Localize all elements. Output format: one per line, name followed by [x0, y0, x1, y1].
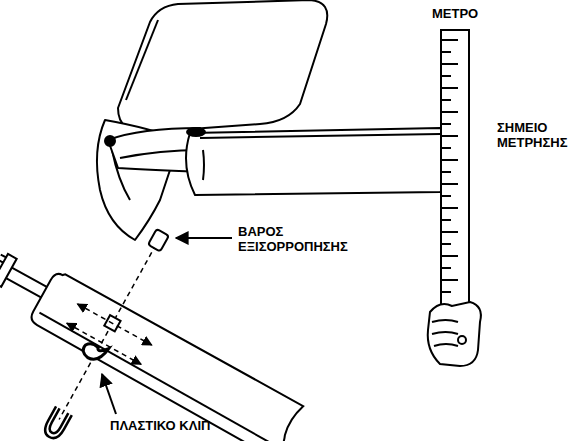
- screw-dot: [187, 128, 205, 136]
- ruler-tick: [441, 255, 458, 257]
- part-label: ΠΛΑΣΤΙΚΟ ΚΛΙΠ: [110, 418, 210, 433]
- blade-edge: [38, 313, 279, 441]
- ruler-tick: [441, 279, 458, 281]
- fan-blade: [186, 128, 466, 195]
- slide-arrow: [67, 323, 141, 364]
- ruler-tick: [441, 135, 458, 137]
- ruler-tick: [441, 207, 458, 209]
- leader-arrow: [102, 374, 116, 414]
- ruler: [428, 30, 481, 366]
- ruler-ticks: [441, 40, 458, 292]
- fan-assembly: [97, 0, 467, 240]
- part-label: ΣΗΜΕΙΟ ΜΕΤΡΗΣΗΣ: [497, 120, 567, 150]
- ruler-tick: [441, 267, 451, 269]
- plastic-clip: [80, 338, 108, 365]
- ruler-tick: [441, 87, 458, 89]
- motor-housing: [118, 0, 327, 132]
- ruler-tick: [441, 147, 451, 149]
- weight-axis: [59, 245, 156, 420]
- leader-arrow: [176, 237, 232, 239]
- leader-lines: [102, 238, 232, 414]
- blade-detail: [0, 169, 345, 441]
- ruler-tick: [441, 159, 458, 161]
- detail-blade: [27, 269, 304, 441]
- ruler-tick: [441, 123, 451, 125]
- blade-edge: [200, 134, 440, 138]
- ruler-tick: [441, 183, 458, 185]
- ruler-body: [441, 30, 469, 348]
- part-label: ΜΕΤΡΟ: [432, 6, 478, 21]
- slide-arrow: [77, 304, 151, 345]
- ruler-tick: [441, 111, 458, 113]
- blade-edge: [203, 150, 204, 180]
- ruler-tick: [441, 75, 451, 77]
- ruler-tick: [441, 231, 458, 233]
- stem-end: [0, 251, 17, 287]
- ruler-tick: [441, 195, 451, 197]
- screw-dot: [105, 136, 115, 146]
- ruler-tick: [441, 63, 458, 65]
- ruler-tick: [441, 291, 451, 293]
- ruler-tick: [441, 39, 458, 41]
- clip-u-shape: [42, 406, 72, 441]
- ruler-hole: [458, 336, 466, 344]
- ruler-tick: [441, 219, 451, 221]
- ruler-tick: [441, 51, 451, 53]
- hand-finger: [432, 320, 458, 346]
- balance-weight: [148, 229, 169, 252]
- ruler-tick: [441, 171, 451, 173]
- ruler-tick: [441, 243, 451, 245]
- housing-edge: [126, 20, 158, 100]
- hand: [428, 302, 481, 366]
- ruler-tick: [441, 99, 451, 101]
- part-label: ΒΑΡΟΣ ΕΞΙΣΟΡΡΟΠΗΣΗΣ: [238, 224, 348, 254]
